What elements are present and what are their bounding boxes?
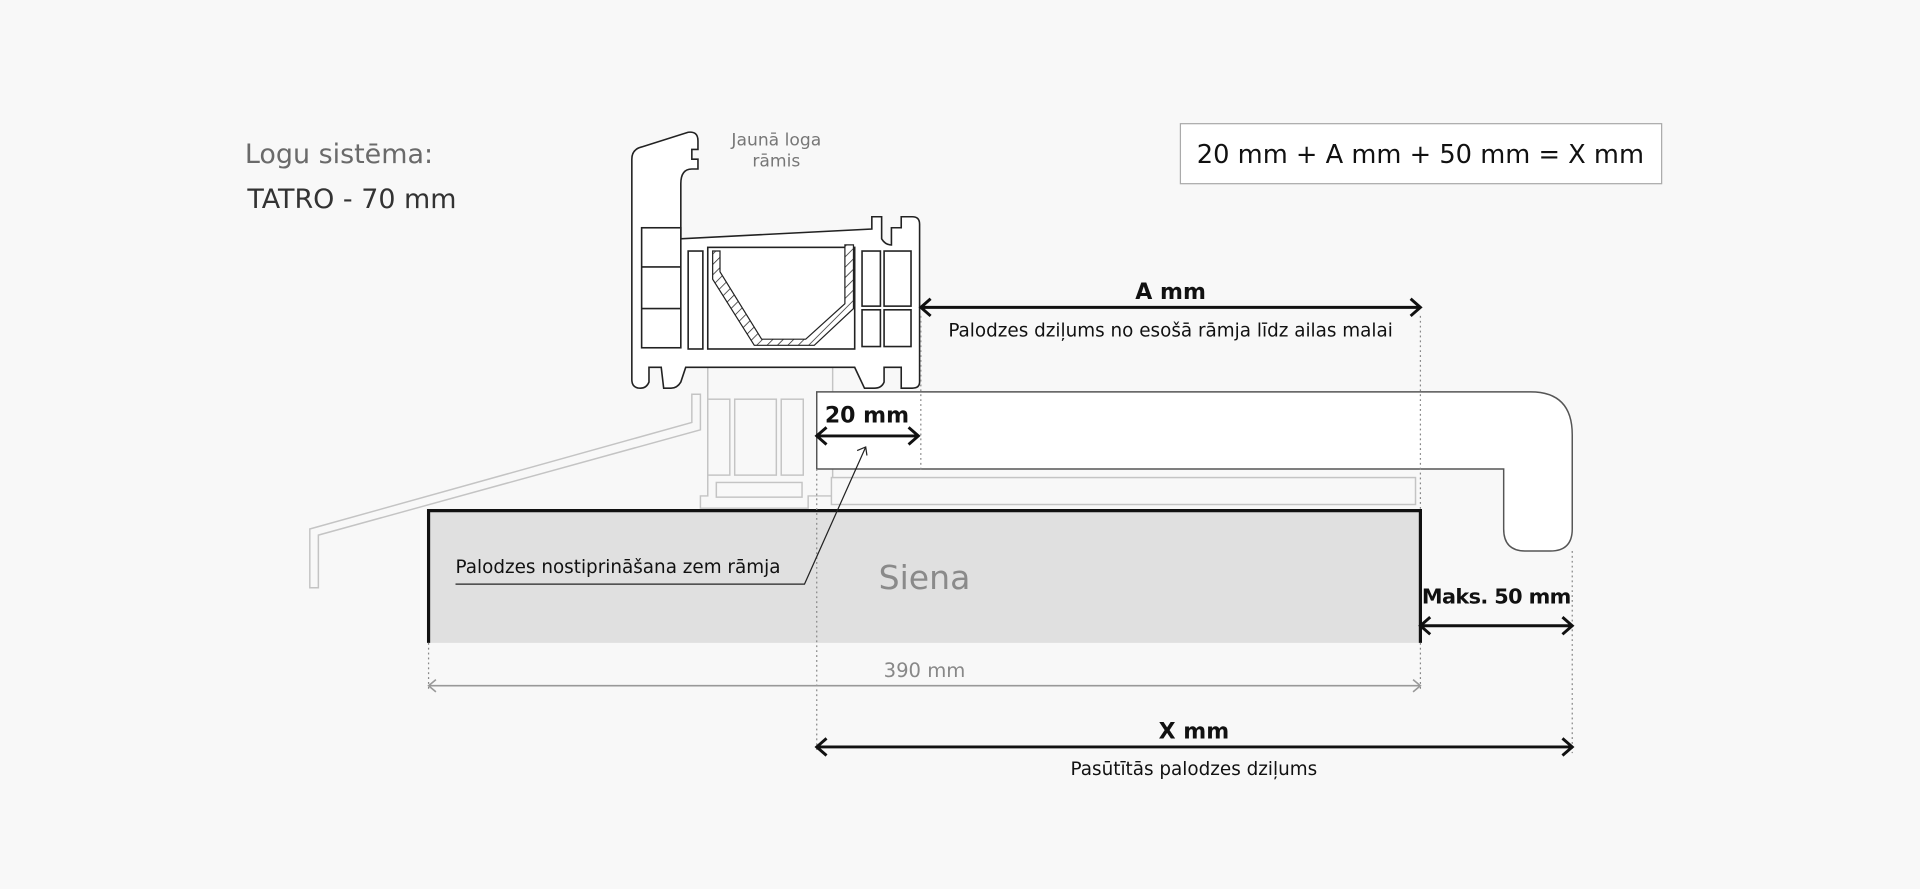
dimension-max: Maks. 50 mm [1418, 585, 1575, 636]
frame-label-line2: rāmis [752, 152, 800, 172]
dimension-20-label: 20 mm [825, 403, 909, 428]
window-sill [816, 391, 1573, 552]
dimension-wall-label: 390 mm [884, 659, 966, 682]
formula-text: 20 mm + A mm + 50 mm = X mm [1197, 140, 1644, 170]
dimension-a-caption: Palodzes dziļums no esošā rāmja līdz ail… [948, 321, 1393, 342]
glazing-bead [712, 244, 855, 346]
dimension-x-caption: Pasūtītās palodzes dziļums [1071, 759, 1318, 780]
dimension-a-label: A mm [1135, 280, 1206, 305]
lower-frame-profile [699, 361, 1417, 509]
sill-flashing [309, 393, 702, 589]
dimension-a: A mm Palodzes dziļums no esošā rāmja līd… [918, 280, 1423, 342]
system-value: TATRO - 70 mm [246, 184, 456, 215]
formula-box: 20 mm + A mm + 50 mm = X mm [1179, 123, 1663, 185]
dimension-x-label: X mm [1159, 719, 1230, 744]
wall: Siena [426, 509, 1422, 643]
dimension-max-label: Maks. 50 mm [1422, 585, 1571, 609]
frame-label-line1: Jaunā loga [730, 131, 821, 151]
system-label: Logu sistēma: [245, 139, 433, 170]
wall-label: Siena [879, 558, 971, 597]
dimension-20: 20 mm [814, 403, 921, 446]
fixing-note-text: Palodzes nostiprināšana zem rāmja [456, 557, 781, 578]
guide-lines [427, 315, 1573, 754]
dimension-wall: 390 mm [427, 659, 1422, 693]
dimension-x: X mm Pasūtītās palodzes dziļums [814, 719, 1575, 780]
fixing-note: Palodzes nostiprināšana zem rāmja [456, 446, 868, 585]
window-frame-profile [631, 131, 921, 389]
